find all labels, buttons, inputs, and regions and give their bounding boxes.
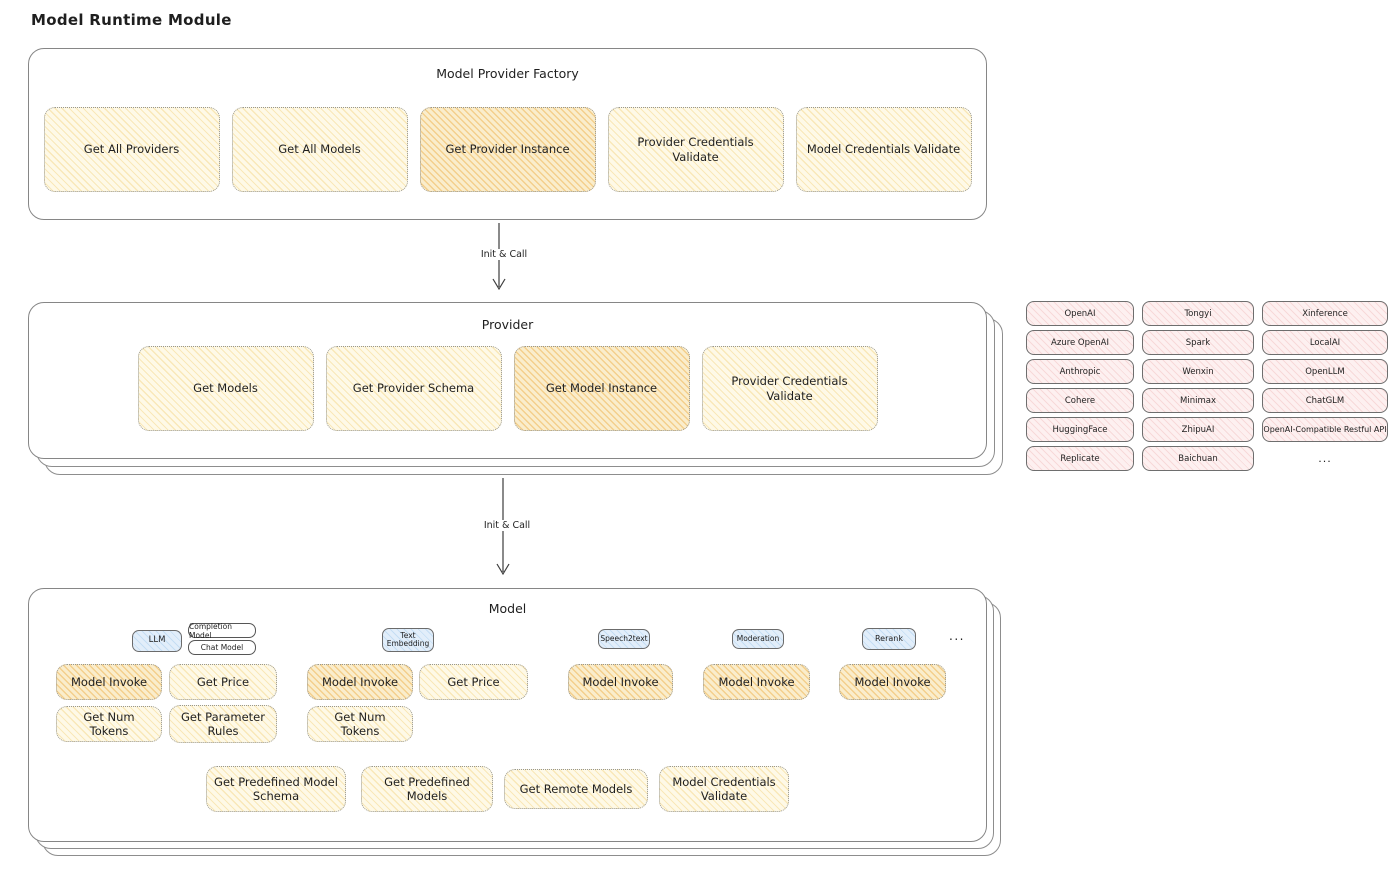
factory-fn-provider-credentials-validate: Provider Credentials Validate bbox=[607, 107, 784, 192]
page-title: Model Runtime Module bbox=[31, 11, 232, 29]
model-fn-model-credentials-validate: Model Credentials Validate bbox=[659, 766, 789, 812]
model-fn-get-remote-models: Get Remote Models bbox=[504, 769, 648, 809]
provider-chip-xinference: Xinference bbox=[1262, 301, 1388, 326]
provider-fn-get-provider-schema: Get Provider Schema bbox=[325, 346, 502, 431]
provider-chip-tongyi: Tongyi bbox=[1142, 301, 1254, 326]
tag-completion-model: Completion Model bbox=[188, 622, 256, 640]
provider-list-grid: OpenAI Tongyi Xinference Azure OpenAI Sp… bbox=[1026, 301, 1388, 471]
provider-chip-spark: Spark bbox=[1142, 330, 1254, 355]
provider-chip-openai: OpenAI bbox=[1026, 301, 1134, 326]
model-fn-llm-get-price: Get Price bbox=[169, 664, 277, 700]
provider-chip-localai: LocalAI bbox=[1262, 330, 1388, 355]
model-fn-embedding-get-num-tokens: Get Num Tokens bbox=[307, 706, 413, 742]
provider-chip-azure-openai: Azure OpenAI bbox=[1026, 330, 1134, 355]
provider-chip-baichuan: Baichuan bbox=[1142, 446, 1254, 471]
model-title: Model bbox=[488, 601, 527, 616]
factory-fn-model-credentials-validate: Model Credentials Validate bbox=[795, 107, 972, 192]
factory-fn-get-all-models: Get All Models bbox=[231, 107, 408, 192]
provider-box: Provider Get Models Get Provider Schema … bbox=[28, 302, 987, 459]
tag-moderation: Moderation bbox=[732, 629, 784, 649]
capability-tags-more: ... bbox=[949, 629, 965, 643]
factory-function-row: Get All Providers Get All Models Get Pro… bbox=[29, 107, 986, 192]
factory-fn-get-provider-instance: Get Provider Instance bbox=[419, 107, 596, 192]
model-fn-get-predefined-model-schema: Get Predefined Model Schema bbox=[206, 766, 346, 812]
provider-chip-replicate: Replicate bbox=[1026, 446, 1134, 471]
arrow-label-init-call-2: Init & Call bbox=[472, 520, 542, 531]
arrow-factory-to-provider bbox=[492, 223, 506, 291]
model-fn-speech2text-model-invoke: Model Invoke bbox=[568, 664, 673, 700]
model-fn-embedding-get-price: Get Price bbox=[419, 664, 528, 700]
model-fn-llm-get-parameter-rules: Get Parameter Rules bbox=[169, 705, 277, 743]
provider-title: Provider bbox=[481, 317, 534, 332]
model-fn-llm-get-num-tokens: Get Num Tokens bbox=[56, 706, 162, 742]
provider-chip-chatglm: ChatGLM bbox=[1262, 388, 1388, 413]
provider-chip-cohere: Cohere bbox=[1026, 388, 1134, 413]
model-fn-embedding-model-invoke: Model Invoke bbox=[307, 664, 413, 700]
model-box: Model LLM Completion Model Chat Model Te… bbox=[28, 588, 987, 842]
tag-speech2text: Speech2text bbox=[598, 629, 650, 649]
tag-rerank: Rerank bbox=[862, 628, 916, 650]
tag-text-embedding: Text Embedding bbox=[382, 628, 434, 652]
provider-chip-huggingface: HuggingFace bbox=[1026, 417, 1134, 442]
model-fn-get-predefined-models: Get Predefined Models bbox=[361, 766, 493, 812]
provider-fn-get-models: Get Models bbox=[137, 346, 314, 431]
provider-chip-zhipuai: ZhipuAI bbox=[1142, 417, 1254, 442]
provider-fn-get-model-instance: Get Model Instance bbox=[513, 346, 690, 431]
arrow-label-init-call-1: Init & Call bbox=[469, 249, 539, 260]
provider-list-more: ... bbox=[1318, 452, 1332, 465]
model-provider-factory-box: Model Provider Factory Get All Providers… bbox=[28, 48, 987, 220]
factory-title: Model Provider Factory bbox=[436, 66, 579, 81]
provider-chip-openai-compatible-restful-api: OpenAI-Compatible Restful API bbox=[1262, 417, 1388, 442]
tag-chat-model: Chat Model bbox=[188, 640, 256, 655]
provider-chip-anthropic: Anthropic bbox=[1026, 359, 1134, 384]
provider-chip-openllm: OpenLLM bbox=[1262, 359, 1388, 384]
provider-fn-provider-credentials-validate: Provider Credentials Validate bbox=[701, 346, 878, 431]
tag-llm: LLM bbox=[132, 630, 182, 652]
model-fn-rerank-model-invoke: Model Invoke bbox=[839, 664, 946, 700]
model-fn-llm-model-invoke: Model Invoke bbox=[56, 664, 162, 700]
provider-chip-minimax: Minimax bbox=[1142, 388, 1254, 413]
provider-chip-wenxin: Wenxin bbox=[1142, 359, 1254, 384]
factory-fn-get-all-providers: Get All Providers bbox=[43, 107, 220, 192]
model-fn-moderation-model-invoke: Model Invoke bbox=[703, 664, 810, 700]
provider-function-row: Get Models Get Provider Schema Get Model… bbox=[29, 346, 986, 431]
